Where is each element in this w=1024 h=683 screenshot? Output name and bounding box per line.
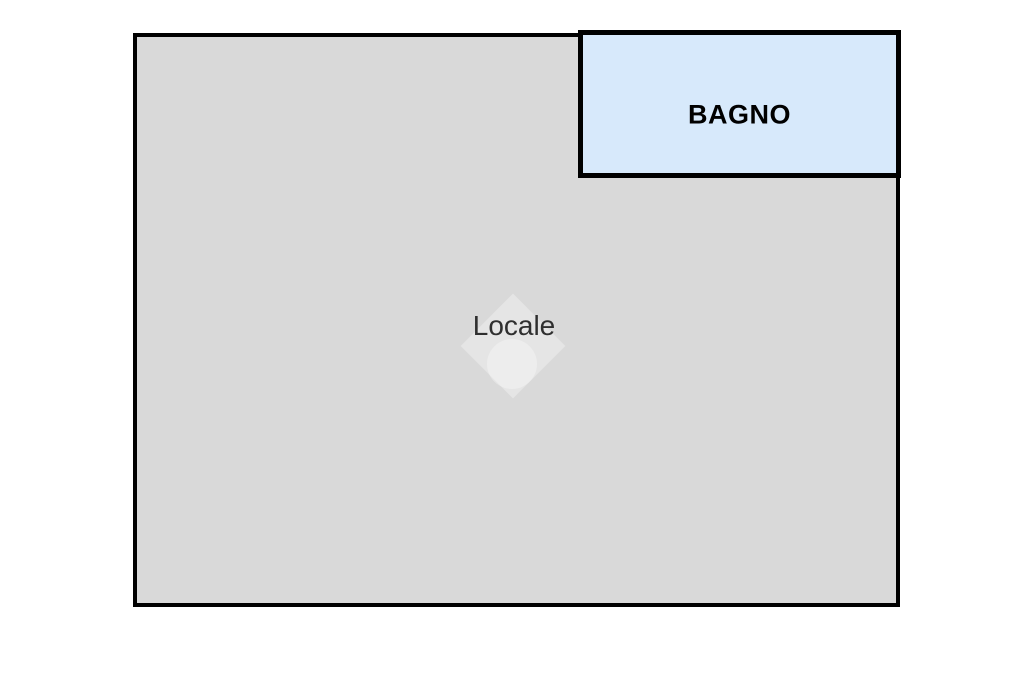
- watermark-circle-icon: [487, 339, 537, 389]
- room-bagno: BAGNO: [578, 30, 901, 178]
- room-bagno-label: BAGNO: [688, 99, 791, 130]
- room-locale-label: Locale: [472, 310, 556, 341]
